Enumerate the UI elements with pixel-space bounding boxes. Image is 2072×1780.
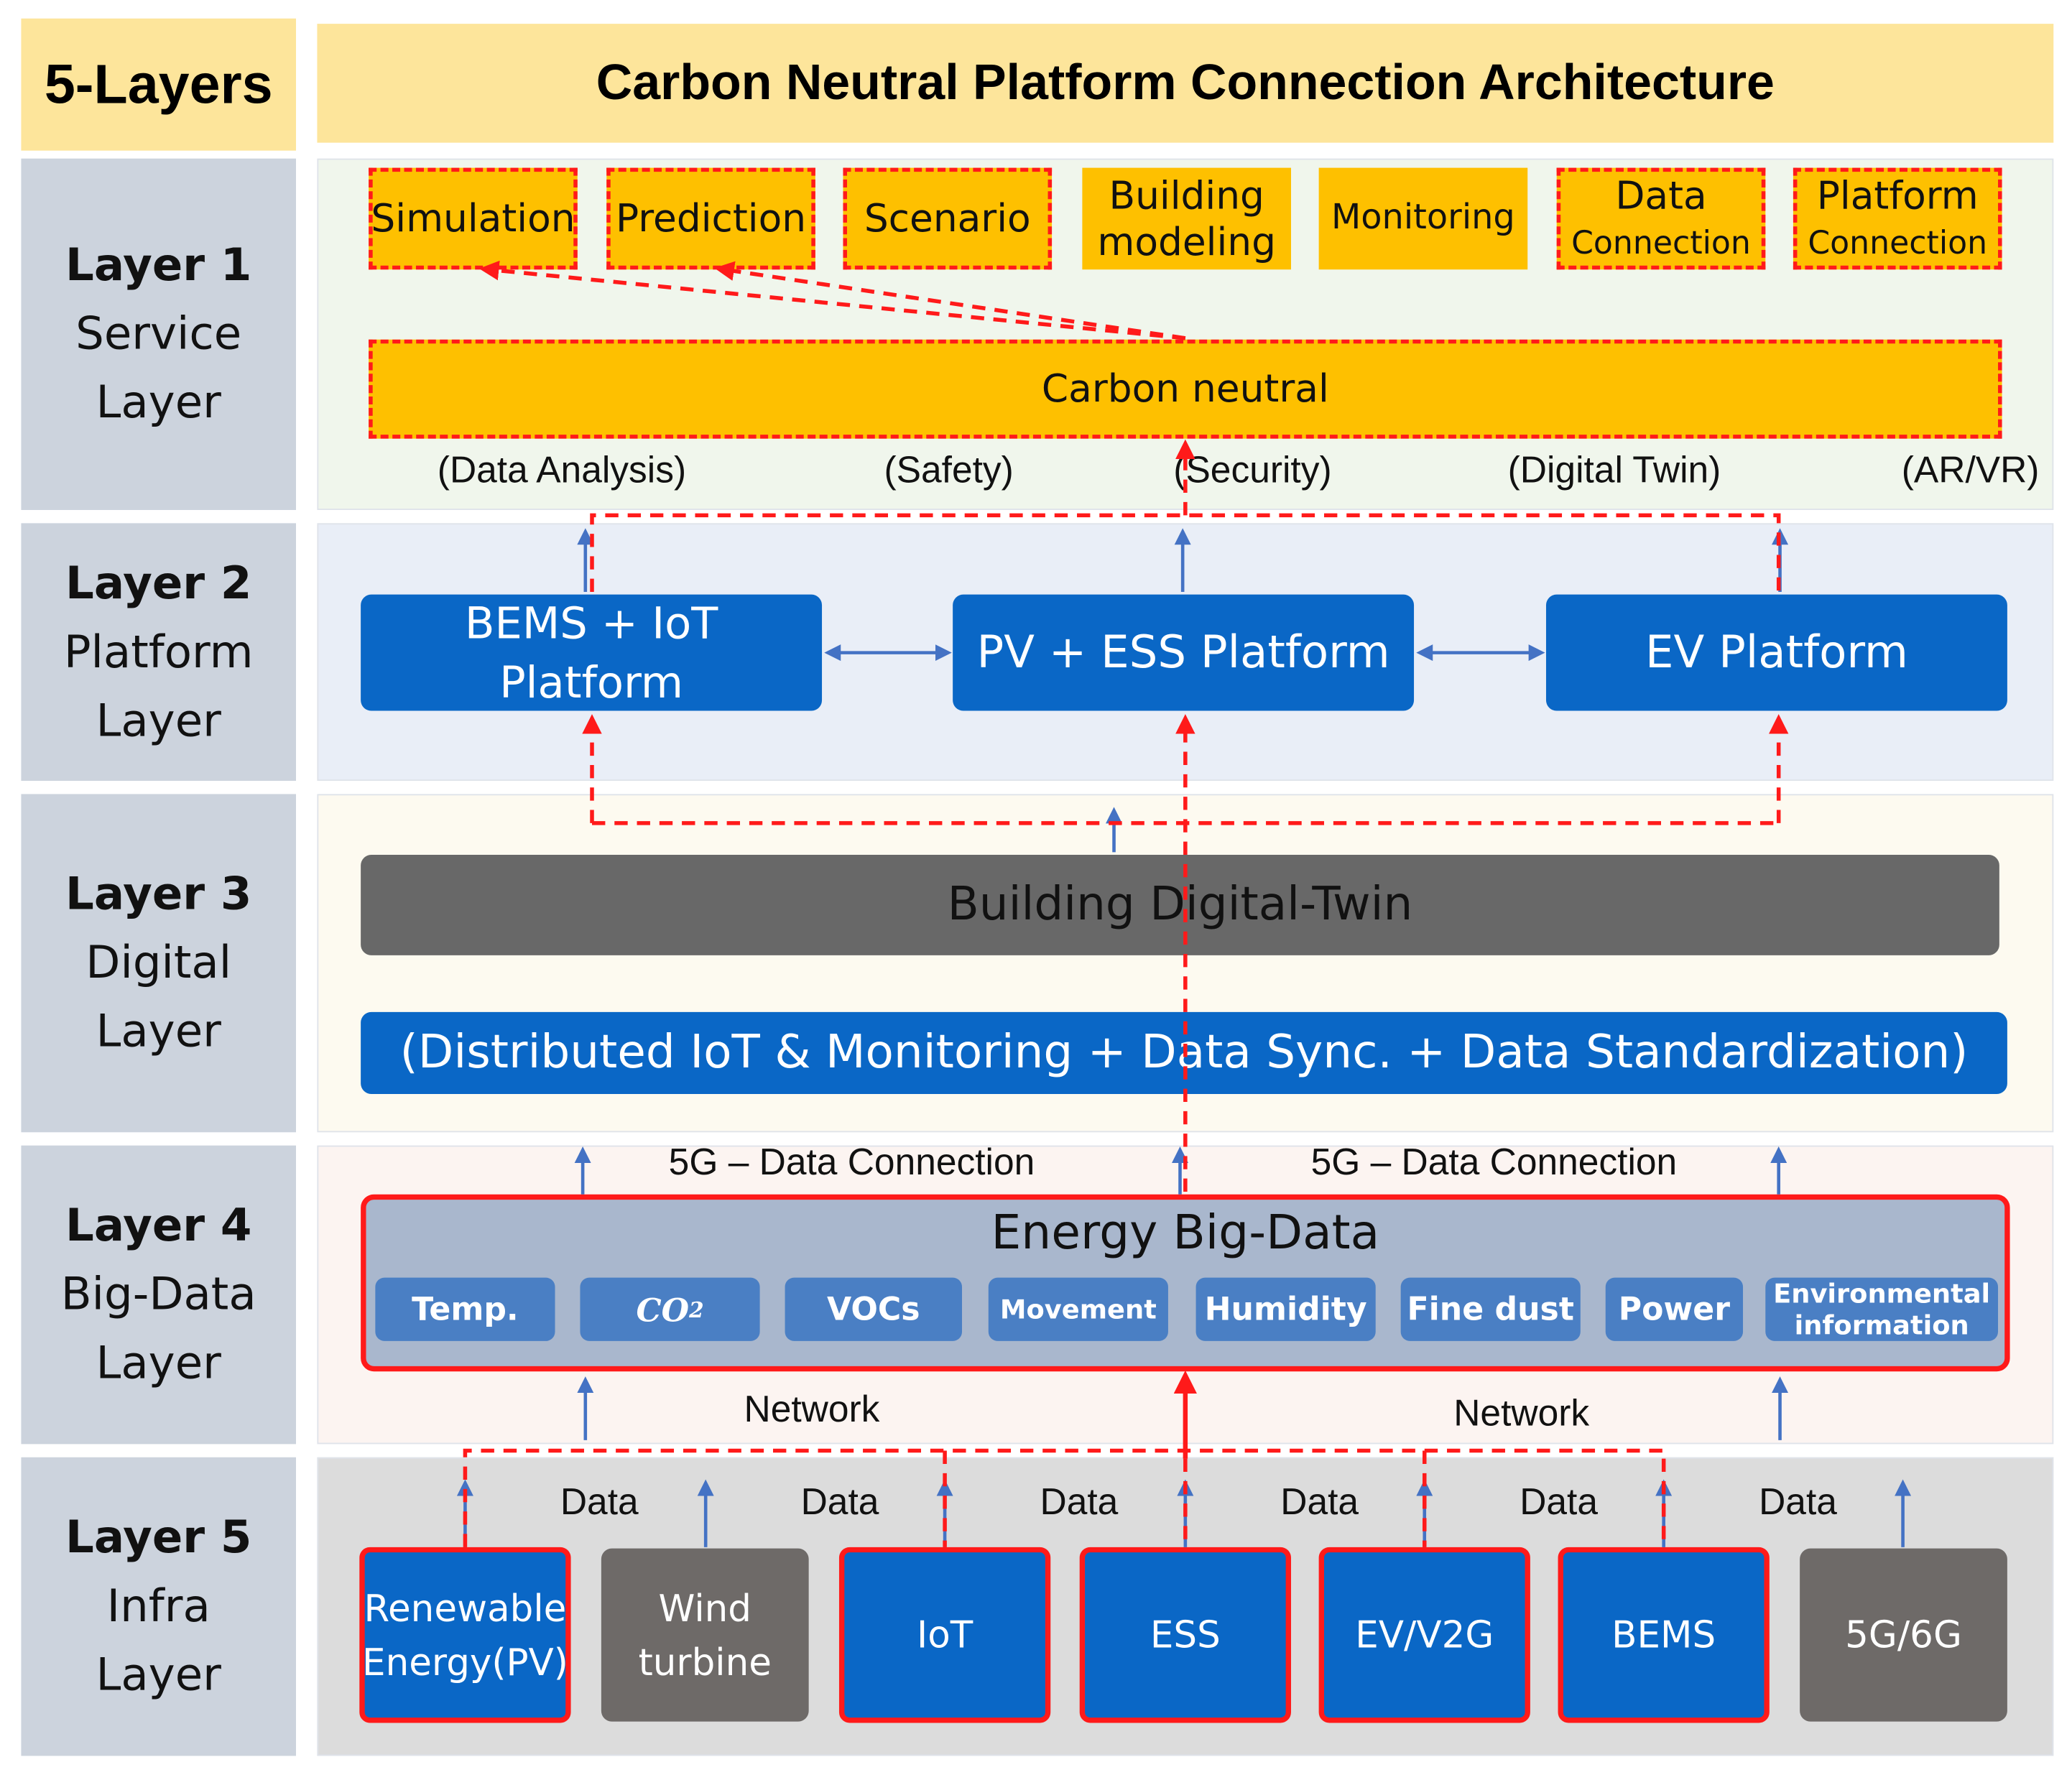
- service-label: Simulation: [371, 195, 575, 241]
- service-label: Data: [1615, 172, 1707, 218]
- pill-label: Environmental: [1773, 1277, 1991, 1309]
- pill-humidity: Humidity: [1195, 1277, 1376, 1341]
- infra-label: Renewable: [364, 1586, 567, 1630]
- co2-label: CO: [636, 1290, 690, 1329]
- data-label: Data: [800, 1480, 879, 1522]
- service-label: Connection: [1571, 223, 1751, 261]
- data-label: Data: [560, 1480, 639, 1522]
- layer-name: Infra: [106, 1580, 211, 1633]
- data-label: Data: [1040, 1480, 1119, 1522]
- network-label: Network: [744, 1389, 880, 1430]
- carbon-neutral-box: Carbon neutral: [369, 339, 2002, 439]
- co2-subscript: 2: [689, 1297, 704, 1322]
- infra-renewable-energy: Renewable Energy(PV): [359, 1547, 571, 1723]
- service-label: Monitoring: [1331, 198, 1515, 238]
- layer-number: Layer 3: [65, 868, 252, 921]
- tag-digital-twin: (Digital Twin): [1507, 449, 1721, 491]
- data-label: Data: [1280, 1480, 1359, 1522]
- infra-ev-v2g: EV/V2G: [1318, 1547, 1530, 1723]
- pv-ess-platform: PV + ESS Platform: [953, 594, 1415, 711]
- service-scenario: Scenario: [843, 167, 1053, 270]
- layer-number: Layer 1: [65, 238, 252, 292]
- pill-movement: Movement: [988, 1277, 1168, 1341]
- layer-name: Layer: [96, 1337, 221, 1390]
- service-label: Platform: [1816, 172, 1979, 218]
- service-building-modeling: Building modeling: [1082, 167, 1291, 270]
- platform-label: Platform: [499, 657, 684, 708]
- building-digital-twin: Building Digital-Twin: [361, 855, 1999, 955]
- service-data-connection: Data Connection: [1556, 167, 1766, 270]
- layer-name: Layer: [96, 1005, 221, 1059]
- tag-safety: (Safety): [884, 449, 1014, 491]
- network-label: Network: [1453, 1392, 1590, 1434]
- pill-label: information: [1794, 1309, 1969, 1341]
- tag-security: (Security): [1173, 449, 1332, 491]
- pill-fine-dust: Fine dust: [1400, 1277, 1581, 1341]
- layer-name: Big-Data: [60, 1268, 256, 1322]
- layers-title: 5-Layers: [21, 18, 297, 151]
- layer-1-label: Layer 1 Service Layer: [21, 158, 297, 510]
- distributed-iot-bar: (Distributed IoT & Monitoring + Data Syn…: [361, 1011, 2007, 1094]
- pill-environmental-information: Environmental information: [1765, 1277, 1999, 1341]
- infra-iot: IoT: [838, 1547, 1051, 1723]
- service-label: Prediction: [616, 195, 807, 241]
- service-label: Scenario: [864, 195, 1031, 241]
- layer-4-label: Layer 4 Big-Data Layer: [21, 1145, 297, 1445]
- 5g-data-connection-label: 5G – Data Connection: [1310, 1141, 1678, 1183]
- layer-name: Service: [75, 307, 242, 361]
- 5g-data-connection-label: 5G – Data Connection: [668, 1141, 1035, 1183]
- layer-name: Digital: [85, 937, 232, 990]
- layer-3-label: Layer 3 Digital Layer: [21, 794, 297, 1133]
- pill-temp: Temp.: [375, 1277, 555, 1341]
- infra-5g-6g: 5G/6G: [1800, 1548, 2007, 1722]
- ev-platform: EV Platform: [1545, 594, 2007, 711]
- service-monitoring: Monitoring: [1318, 167, 1528, 270]
- layer-name: Layer: [96, 694, 221, 748]
- layer-2-label: Layer 2 Platform Layer: [21, 523, 297, 782]
- infra-label: Energy(PV): [362, 1640, 568, 1684]
- layer-5-label: Layer 5 Infra Layer: [21, 1457, 297, 1756]
- infra-ess: ESS: [1079, 1547, 1291, 1723]
- layer-number: Layer 2: [65, 557, 252, 610]
- data-label: Data: [1759, 1480, 1837, 1522]
- infra-wind-turbine: Wind turbine: [601, 1548, 809, 1722]
- infra-bems: BEMS: [1558, 1547, 1770, 1723]
- layer-name: Platform: [63, 625, 254, 679]
- service-simulation: Simulation: [369, 167, 578, 270]
- energy-big-data-title: Energy Big-Data: [991, 1205, 1380, 1260]
- service-label: Connection: [1808, 223, 1988, 261]
- service-label: modeling: [1097, 218, 1276, 264]
- data-label: Data: [1520, 1480, 1599, 1522]
- infra-label: Wind: [658, 1586, 751, 1630]
- tag-ar-vr: (AR/VR): [1901, 449, 2040, 491]
- bems-iot-platform: BEMS + IoT Platform: [361, 594, 823, 711]
- tag-data-analysis: (Data Analysis): [437, 449, 687, 491]
- page-title: Carbon Neutral Platform Connection Archi…: [317, 24, 2054, 143]
- layer-number: Layer 5: [65, 1511, 252, 1565]
- layer-name: Layer: [96, 1649, 221, 1702]
- service-platform-connection: Platform Connection: [1793, 167, 2002, 270]
- platform-label: BEMS + IoT: [464, 597, 718, 649]
- pill-vocs: VOCs: [785, 1277, 963, 1341]
- infra-label: turbine: [638, 1640, 772, 1684]
- layer-number: Layer 4: [65, 1200, 252, 1253]
- service-label: Building: [1109, 172, 1264, 218]
- layer-name: Layer: [96, 376, 221, 430]
- pill-power: Power: [1605, 1277, 1744, 1341]
- service-prediction: Prediction: [606, 167, 815, 270]
